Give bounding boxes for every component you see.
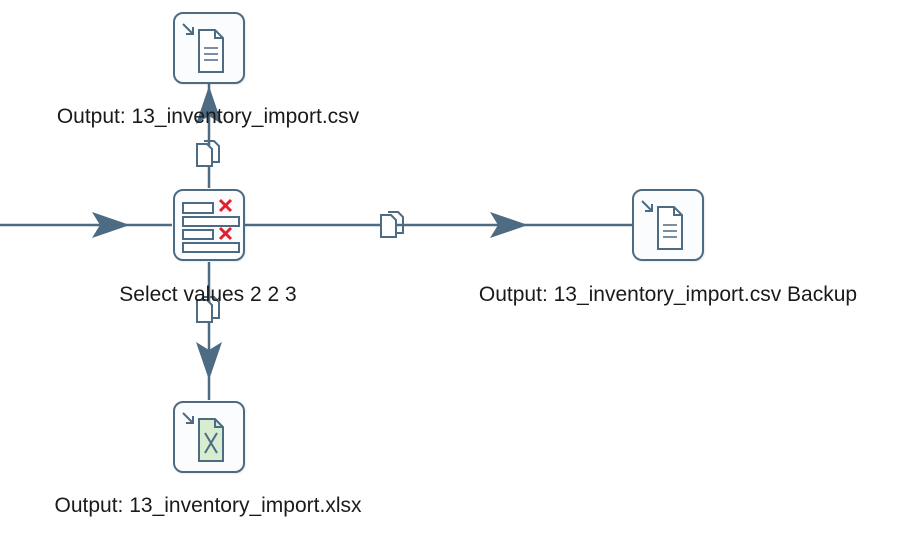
step-select-values[interactable] — [173, 189, 245, 261]
hop-arrow-to-csv — [196, 86, 222, 124]
hop-arrow-to-backup — [490, 212, 528, 238]
text-file-output-icon — [182, 23, 224, 73]
step-label-output-csv: Output: 13_inventory_import.csv — [56, 105, 360, 128]
step-label-output-xlsx: Output: 13_inventory_import.xlsx — [54, 494, 362, 517]
step-label-output-csv-backup: Output: 13_inventory_import.csv Backup — [478, 283, 858, 306]
step-output-csv[interactable] — [173, 12, 245, 84]
copy-rows-icon[interactable] — [193, 138, 225, 170]
excel-output-icon — [182, 412, 224, 462]
copy-rows-icon[interactable] — [193, 294, 225, 326]
step-label-select-values: Select values 2 2 3 — [119, 283, 297, 306]
step-output-xlsx[interactable] — [173, 401, 245, 473]
text-file-output-icon — [641, 200, 683, 250]
hop-arrow-to-xlsx — [196, 342, 222, 380]
copy-rows-icon[interactable] — [377, 209, 409, 241]
step-output-csv-backup[interactable] — [632, 189, 704, 261]
hop-arrow-upstream — [92, 212, 130, 238]
select-values-icon — [182, 198, 240, 253]
